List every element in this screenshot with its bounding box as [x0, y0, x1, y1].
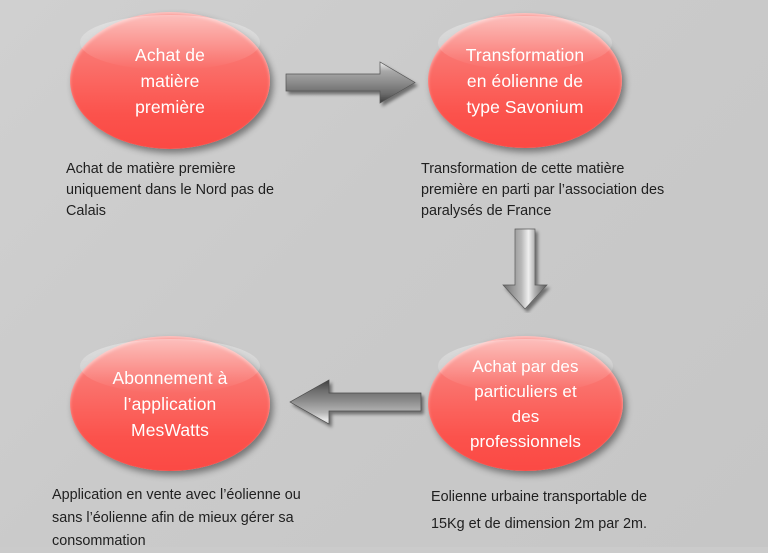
caption-raw-material: Achat de matière première uniquement dan… [66, 161, 275, 219]
node-purchase[interactable]: Achat par des particuliers et des profes… [428, 336, 623, 471]
node-purchase-label: Achat par des particuliers et des profes… [469, 356, 582, 451]
node-transformation[interactable]: Transformation en éolienne de type Savon… [428, 13, 622, 148]
node-transformation-label: Transformation en éolienne de type Savon… [465, 44, 585, 117]
arrow-left-icon [285, 378, 427, 433]
node-raw-material-label: Achat de matière première [135, 44, 205, 117]
arrow-right-icon [284, 60, 420, 109]
node-subscription[interactable]: Abonnement à l’application MesWatts [70, 336, 270, 471]
node-subscription-label: Abonnement à l’application MesWatts [112, 367, 228, 440]
caption-transformation: Transformation de cette matière première… [421, 161, 665, 219]
caption-purchase: Eolienne urbaine transportable de 15Kg e… [431, 489, 648, 532]
arrow-down-icon [495, 227, 565, 313]
node-raw-material[interactable]: Achat de matière première [70, 12, 270, 149]
caption-subscription: Application en vente avec l’éolienne ou … [52, 487, 301, 549]
